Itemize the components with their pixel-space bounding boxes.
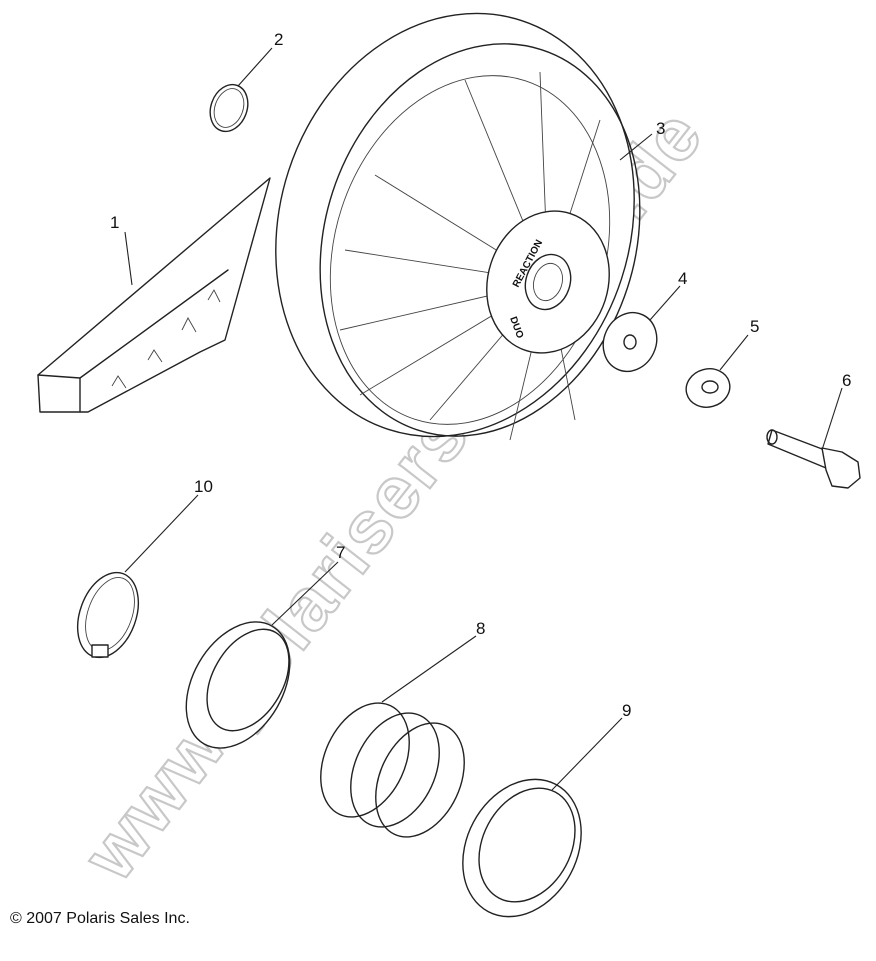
callout-1: 1: [110, 213, 119, 232]
spring-seat: [185, 621, 291, 749]
callout-10: 10: [194, 477, 213, 496]
bolt: [766, 429, 861, 489]
washer-small: [685, 368, 731, 408]
callout-4: 4: [678, 269, 687, 288]
callout-9: 9: [622, 701, 631, 720]
drive-belt: [37, 177, 271, 413]
leader-lines: [124, 47, 843, 791]
callout-numbers: 1 2 3 4 5 6 10 7 8 9: [110, 30, 851, 720]
o-ring: [209, 83, 249, 133]
callout-6: 6: [842, 371, 851, 390]
callout-2: 2: [274, 30, 283, 49]
callout-7: 7: [336, 543, 345, 562]
spring-cup: [462, 778, 582, 918]
callout-8: 8: [476, 619, 485, 638]
compression-spring: [320, 702, 465, 838]
callout-3: 3: [656, 119, 665, 138]
callout-5: 5: [750, 317, 759, 336]
washer-large: [602, 311, 658, 373]
snap-ring: [76, 571, 140, 659]
copyright-notice: © 2007 Polaris Sales Inc.: [10, 910, 190, 927]
driven-clutch: REACTION DUO: [275, 12, 641, 441]
